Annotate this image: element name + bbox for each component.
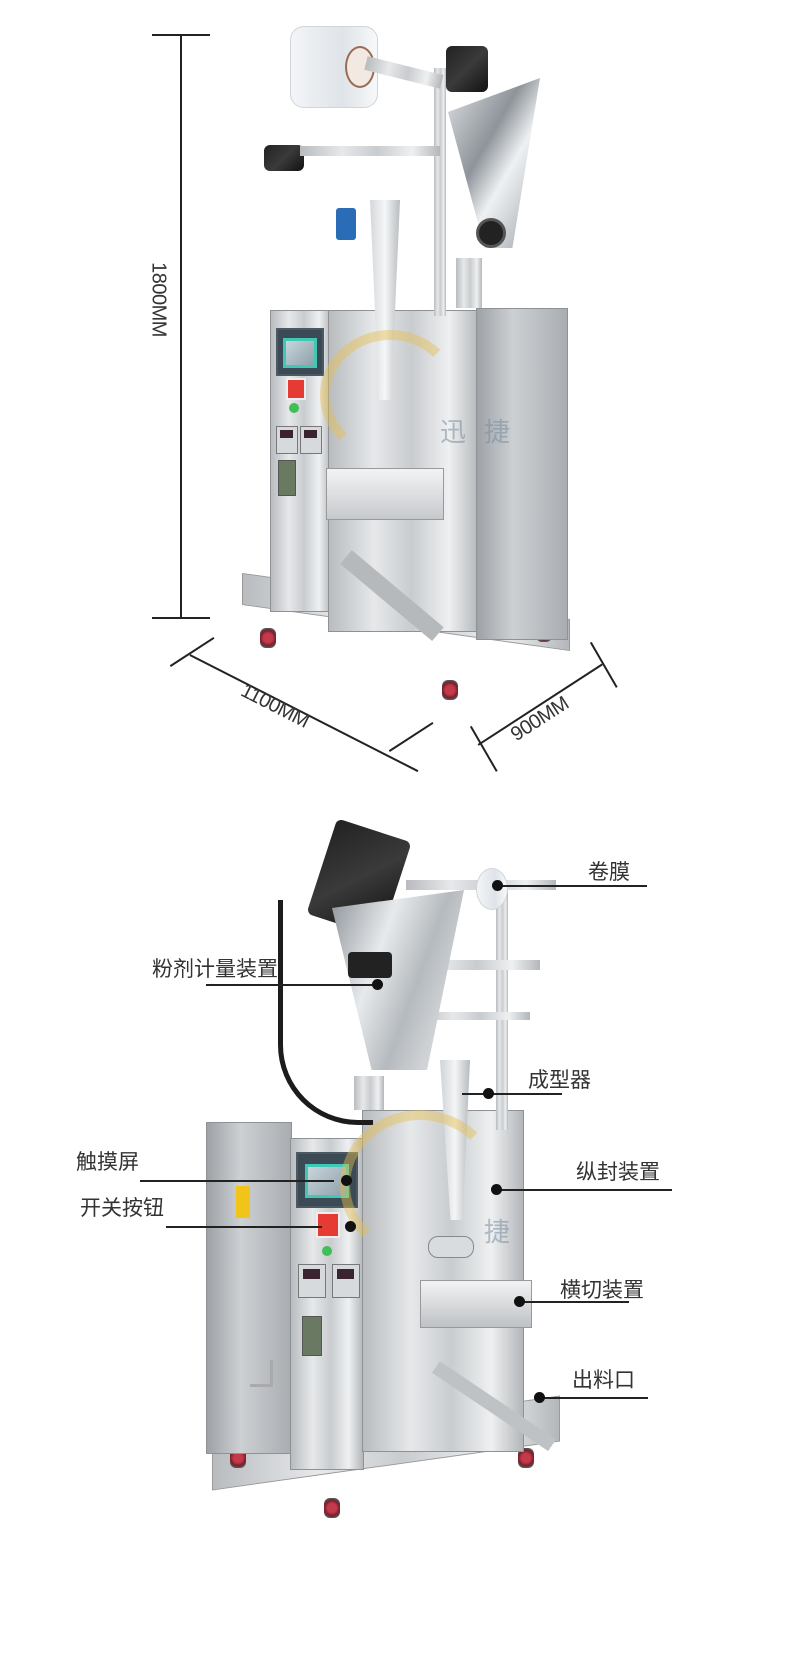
temperature-controller [276, 426, 298, 454]
label-former: 成型器 [528, 1068, 591, 1092]
leader-outlet [538, 1397, 648, 1399]
frame-post [434, 68, 446, 316]
watermark-char: 捷 [484, 418, 511, 448]
depth-dim-right-tick [590, 641, 618, 688]
auger-motor [446, 46, 488, 92]
label-horizontal-cut: 横切装置 [560, 1278, 644, 1302]
start-button [322, 1246, 332, 1256]
label-outlet: 出料口 [572, 1368, 635, 1392]
watermark-char: 迅 [440, 418, 467, 448]
caster-wheel [442, 680, 458, 700]
guide-bar [400, 960, 540, 970]
caster-wheel [324, 1498, 340, 1518]
leader-former [462, 1093, 562, 1095]
speed-controller [302, 1316, 322, 1356]
marker-touch-screen [341, 1175, 352, 1186]
marker-film-roll [492, 880, 503, 891]
power-switch [316, 1212, 340, 1238]
label-vertical-seal: 纵封装置 [576, 1160, 660, 1184]
depth-label: 900MM [506, 692, 573, 746]
watermark-char: 捷 [484, 1218, 511, 1248]
leader-powder-metering [206, 984, 378, 986]
marker-former [483, 1088, 494, 1099]
hand-wheel [476, 218, 506, 248]
caster-wheel [260, 628, 276, 648]
frame-post [496, 890, 508, 1130]
temperature-controller [300, 426, 322, 454]
start-button [289, 403, 299, 413]
film-pull-motor [264, 145, 304, 171]
cable [278, 900, 373, 1125]
label-power-switch: 开关按钮 [80, 1196, 164, 1220]
leader-horizontal-cut [519, 1301, 629, 1303]
marker-powder-metering [372, 979, 383, 990]
auger-tube [456, 258, 482, 308]
film-roll [476, 868, 508, 910]
caster-wheel [518, 1448, 534, 1468]
leader-power-switch [166, 1226, 322, 1228]
marker-power-switch [345, 1221, 356, 1232]
label-film-roll: 卷膜 [588, 860, 630, 884]
label-powder-metering: 粉剂计量装置 [152, 957, 278, 981]
width-dim-right-tick [388, 721, 434, 752]
cutting-unit [326, 468, 444, 520]
height-label: 1800MM [147, 262, 170, 337]
cabinet-handle [250, 1360, 273, 1387]
width-label: 1100MM [237, 679, 313, 733]
watermark-logo [340, 1110, 500, 1260]
temperature-controller [298, 1264, 326, 1298]
warning-sticker [236, 1186, 250, 1218]
cutting-unit [420, 1280, 532, 1328]
leader-touch-screen [140, 1180, 334, 1182]
height-dim-line [180, 34, 182, 618]
power-switch [286, 378, 306, 400]
height-dim-bottom-tick [152, 617, 210, 619]
touch-screen [276, 328, 324, 376]
marker-outlet [534, 1392, 545, 1403]
guide-bar [300, 146, 440, 156]
label-touch-screen: 触摸屏 [76, 1150, 139, 1174]
leader-film-roll [497, 885, 647, 887]
marker-horizontal-cut [514, 1296, 525, 1307]
marker-vertical-seal [491, 1184, 502, 1195]
guide-bar [420, 1012, 530, 1020]
temperature-controller [332, 1264, 360, 1298]
watermark-logo [320, 330, 460, 460]
leader-vertical-seal [498, 1189, 672, 1191]
side-cabinet [206, 1122, 292, 1454]
photo-sensor [348, 952, 392, 978]
side-cabinet [476, 308, 568, 640]
speed-controller [278, 460, 296, 496]
photo-sensor [336, 208, 356, 240]
